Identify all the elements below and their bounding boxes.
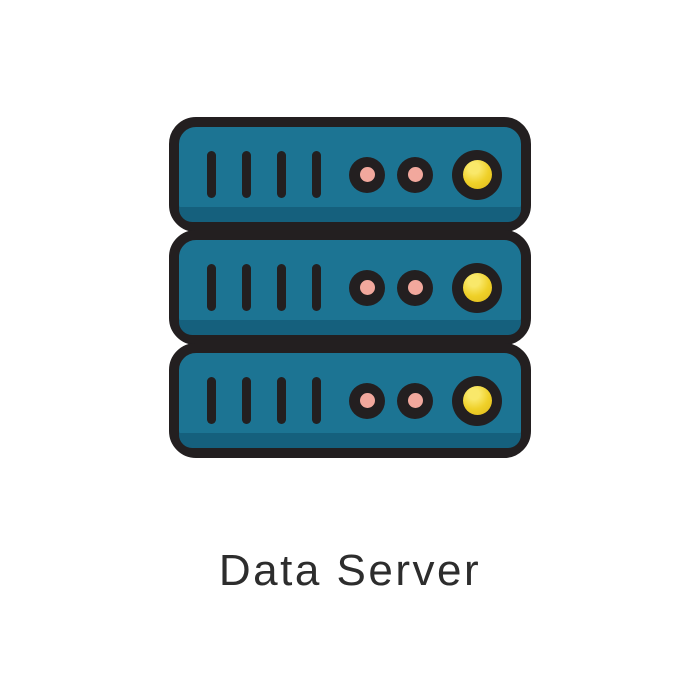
vent-slot-icon <box>242 377 251 424</box>
indicator-light-small-icon <box>397 156 433 193</box>
indicator-core-yellow <box>462 386 492 415</box>
server-shadow-band <box>179 433 521 448</box>
power-light-large-icon <box>452 262 502 313</box>
vent-slot-icon <box>207 377 216 424</box>
vent-slot-icon <box>207 264 216 311</box>
server-shadow-band <box>179 207 521 222</box>
indicator-core-pink <box>407 393 423 408</box>
indicator-core-pink <box>359 167 375 182</box>
server-front-row <box>179 127 521 222</box>
vent-slot-icon <box>277 264 286 311</box>
power-light-large-icon <box>452 149 502 200</box>
vent-slot-icon <box>242 151 251 198</box>
server-unit <box>169 230 531 345</box>
indicator-light-small-icon <box>397 269 433 306</box>
vent-slot-icon <box>242 264 251 311</box>
vent-slot-icon <box>207 151 216 198</box>
indicator-light-small-icon <box>349 156 385 193</box>
indicator-core-pink <box>359 280 375 295</box>
indicator-core-pink <box>359 393 375 408</box>
server-front-row <box>179 240 521 335</box>
indicator-core-pink <box>407 167 423 182</box>
vent-slot-icon <box>312 264 321 311</box>
vent-slot-icon <box>312 151 321 198</box>
vent-slot-icon <box>277 151 286 198</box>
indicator-light-small-icon <box>397 382 433 419</box>
indicator-core-yellow <box>462 273 492 302</box>
server-shadow-band <box>179 320 521 335</box>
indicator-core-pink <box>407 280 423 295</box>
server-front-row <box>179 353 521 448</box>
vent-slot-icon <box>277 377 286 424</box>
indicator-light-small-icon <box>349 382 385 419</box>
server-unit <box>169 343 531 458</box>
indicator-core-yellow <box>462 160 492 189</box>
power-light-large-icon <box>452 375 502 426</box>
server-unit <box>169 117 531 232</box>
indicator-light-small-icon <box>349 269 385 306</box>
vent-slot-icon <box>312 377 321 424</box>
data-server-icon <box>169 117 531 458</box>
caption-label: Data Server <box>218 546 482 595</box>
